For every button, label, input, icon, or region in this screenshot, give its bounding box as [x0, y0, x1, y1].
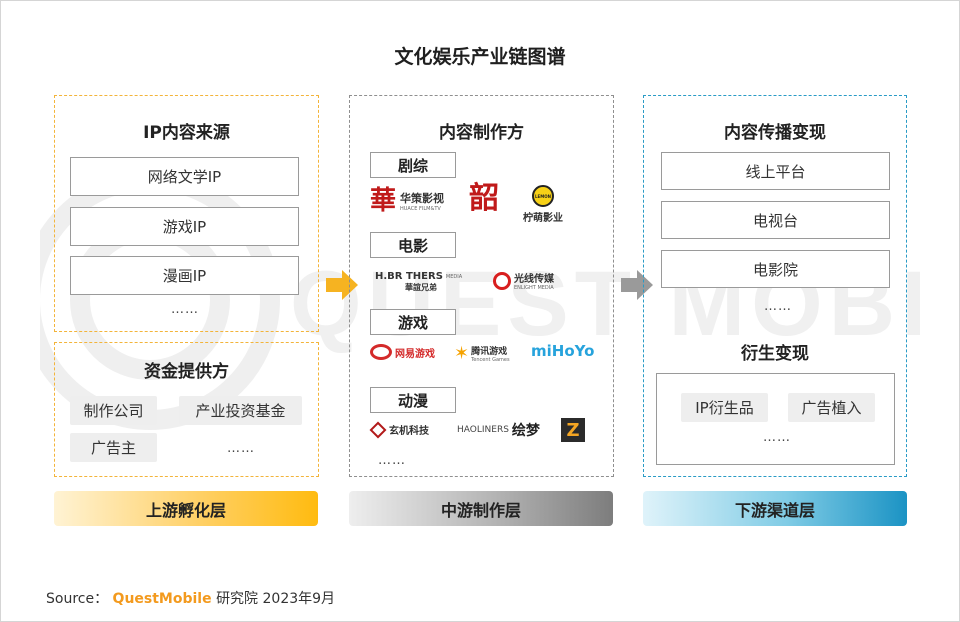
ip-item-comic: 漫画IP — [70, 256, 299, 295]
category-film: 电影 — [370, 232, 456, 258]
channel-cinema: 电影院 — [661, 250, 890, 288]
producer-more: …… — [378, 453, 406, 468]
hbrothers-logo-tag: MEDIA — [445, 273, 463, 280]
derivative-item-merch: IP衍生品 — [681, 393, 768, 422]
ningmeng-logo: LEMON 柠萌影业 — [523, 185, 563, 224]
funding-item-advertiser: 广告主 — [70, 433, 157, 462]
ip-source-title: IP内容来源 — [143, 123, 230, 143]
enlight-logo-mark — [493, 271, 511, 290]
funding-item-production: 制作公司 — [70, 396, 157, 425]
enlight-logo-name: 光线传媒 — [514, 274, 554, 285]
upstream-layer-bar: 上游孵化层 — [54, 491, 318, 526]
ip-item-game: 游戏IP — [70, 207, 299, 246]
z-logo: Z — [561, 418, 585, 442]
huace-logo-sub: HUACE FILM&TV — [400, 206, 441, 212]
ningmeng-logo-name: 柠萌影业 — [523, 213, 563, 224]
netease-logo: 网易游戏 — [370, 344, 435, 360]
hbrothers-logo: H.BR THERS MEDIA 華誼兄弟 — [375, 271, 462, 293]
netease-logo-mark — [370, 344, 392, 360]
xuanji-logo-mark — [369, 421, 387, 438]
ningmeng-logo-badge: LEMON — [532, 185, 554, 207]
tencent-logo-name: 腾讯游戏 — [471, 347, 508, 357]
derivative-item-product-placement: 广告植入 — [788, 393, 875, 422]
enlight-logo: 光线传媒 ENLIGHT MEDIA — [493, 270, 554, 291]
mihoyo-logo: miHoYo — [531, 342, 594, 360]
xuanji-logo-name: 玄机科技 — [389, 426, 429, 437]
xuanji-logo: 玄机科技 — [369, 421, 429, 438]
huace-logo-glyph: 華 — [370, 186, 397, 216]
funding-panel: 资金提供方 制作公司 产业投资基金 广告主 …… — [54, 342, 319, 477]
channel-online-platform: 线上平台 — [661, 152, 890, 190]
midstream-layer-bar: 中游制作层 — [349, 491, 613, 526]
derivative-panel: IP衍生品 广告植入 …… — [656, 373, 895, 465]
haoliners-logo-cn: 绘梦 — [511, 423, 540, 439]
channel-tv-station: 电视台 — [661, 201, 890, 239]
ip-source-panel: IP内容来源 网络文学IP 游戏IP 漫画IP …… — [54, 95, 319, 332]
tencent-games-logo: ✶ 腾讯游戏 Tencent Games — [454, 344, 510, 363]
derivative-more: …… — [763, 430, 791, 445]
source-brand: QuestMobile — [112, 591, 212, 607]
z-logo-glyph: Z — [561, 418, 585, 442]
funding-title: 资金提供方 — [144, 362, 229, 382]
huace-logo: 華 华策影视 HUACE FILM&TV — [370, 188, 444, 214]
seal-logo: 韶 — [469, 184, 499, 214]
tencent-logo-star: ✶ — [454, 342, 470, 364]
netease-logo-name: 网易游戏 — [395, 348, 435, 360]
source-suffix: 研究院 2023年9月 — [216, 591, 336, 607]
downstream-layer-bar: 下游渠道层 — [643, 491, 907, 526]
seal-logo-glyph: 韶 — [469, 181, 499, 216]
haoliners-logo-name: HAOLINERS — [457, 425, 509, 435]
ip-source-more: …… — [171, 302, 199, 317]
hbrothers-logo-name: H.BR THERS — [375, 271, 443, 282]
funding-item-investment-fund: 产业投资基金 — [179, 396, 302, 425]
arrow-right-gray-icon — [621, 270, 653, 300]
funding-more: …… — [227, 441, 255, 456]
producer-title: 内容制作方 — [439, 123, 524, 143]
producer-panel: 内容制作方 剧综 華 华策影视 HUACE FILM&TV 韶 LEMON 柠萌… — [349, 95, 614, 477]
page-title: 文化娱乐产业链图谱 — [394, 46, 566, 68]
derivative-title: 衍生变现 — [741, 344, 809, 364]
enlight-logo-sub: ENLIGHT MEDIA — [514, 285, 554, 291]
hbrothers-logo-sub: 華誼兄弟 — [405, 283, 437, 292]
tencent-logo-sub: Tencent Games — [471, 357, 510, 363]
source-prefix: Source： — [46, 591, 109, 607]
source-note: Source： QuestMobile 研究院 2023年9月 — [46, 588, 335, 608]
distribution-more: …… — [764, 299, 792, 314]
category-drama: 剧综 — [370, 152, 456, 178]
mihoyo-logo-name: miHoYo — [531, 342, 595, 360]
category-anime: 动漫 — [370, 387, 456, 413]
distribution-title: 内容传播变现 — [724, 123, 826, 143]
haoliners-logo: HAOLINERS 绘梦 — [457, 420, 540, 440]
distribution-panel: 内容传播变现 线上平台 电视台 电影院 …… 衍生变现 IP衍生品 广告植入 …… — [643, 95, 907, 477]
arrow-right-yellow-icon — [326, 270, 358, 300]
ip-item-web-novel: 网络文学IP — [70, 157, 299, 196]
huace-logo-name: 华策影视 — [400, 192, 445, 205]
category-game: 游戏 — [370, 309, 456, 335]
